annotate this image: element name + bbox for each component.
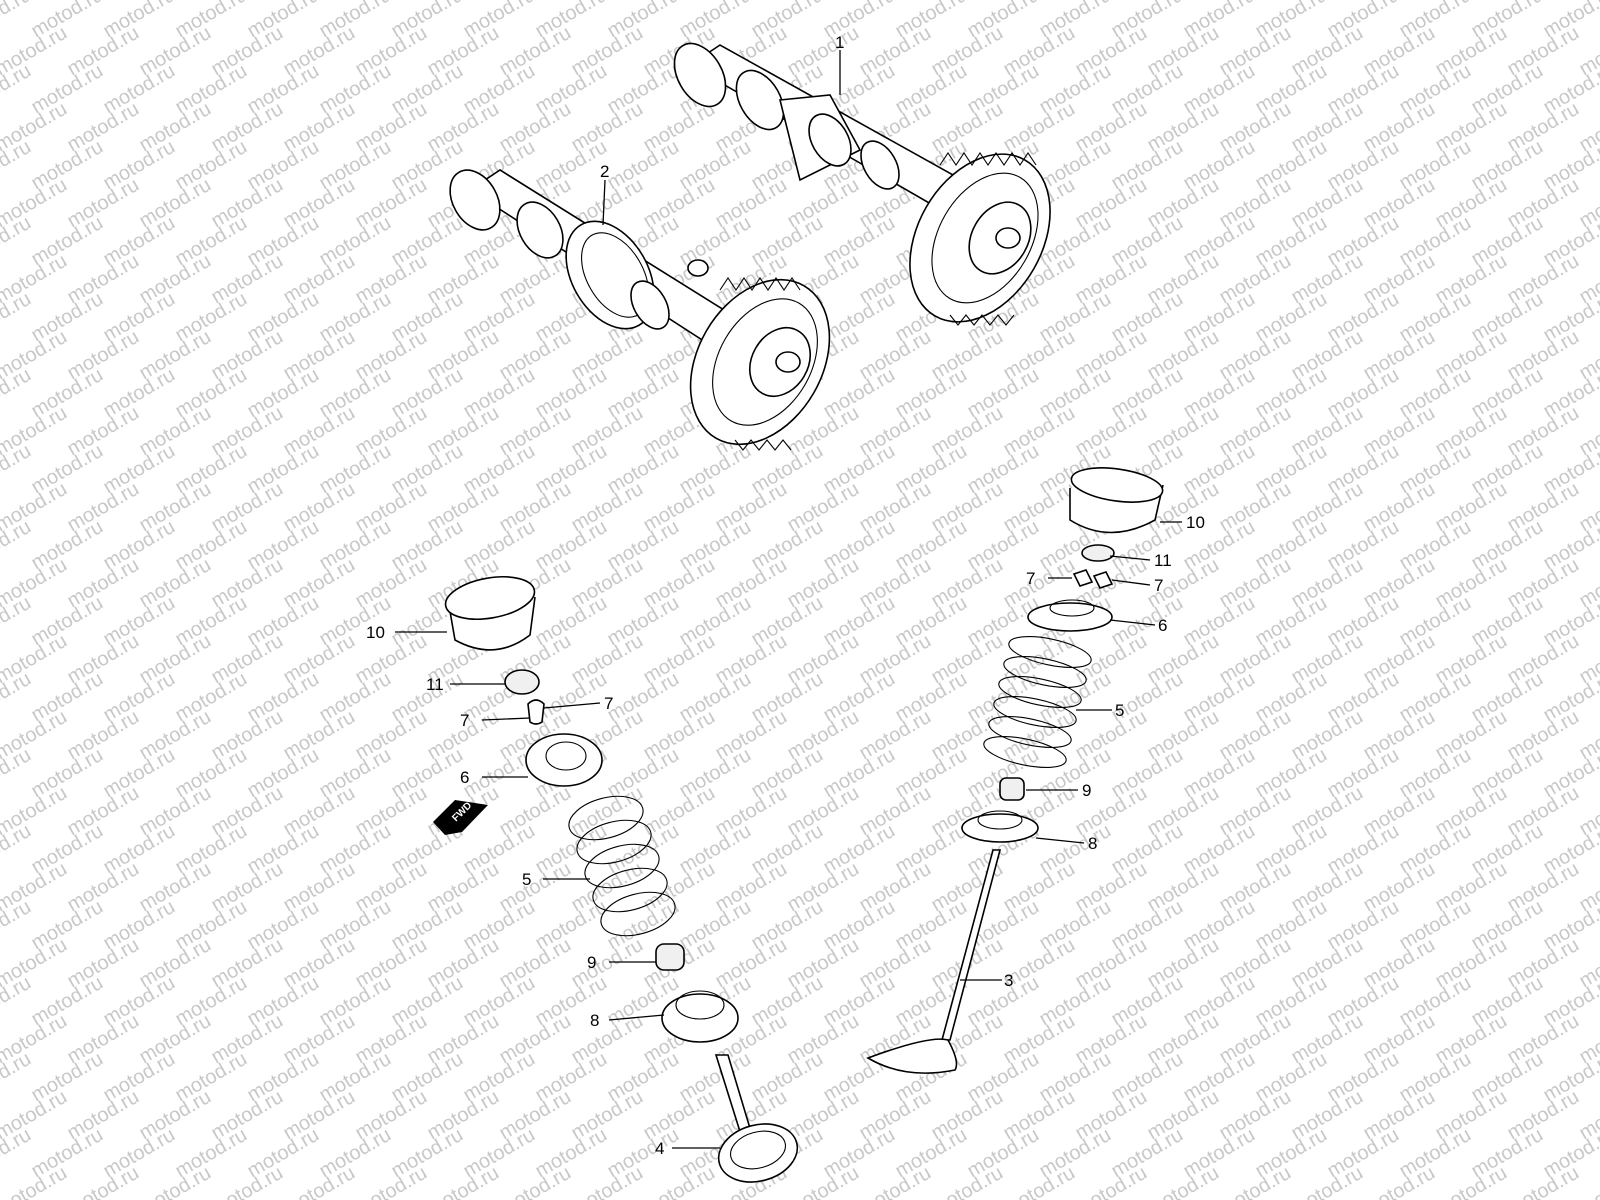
fwd-direction-marker: FWD bbox=[433, 800, 488, 835]
retainer-right bbox=[1027, 599, 1113, 632]
tappet-left bbox=[444, 576, 536, 651]
stem-seal-right bbox=[999, 777, 1025, 801]
spring-left bbox=[568, 795, 676, 937]
callout-8-left: 8 bbox=[590, 1011, 599, 1030]
camshaft-2 bbox=[449, 169, 831, 451]
callout-numbers: 1 2 3 4 5 5 6 6 7 7 7 7 8 8 9 9 10 10 11… bbox=[366, 33, 1205, 1158]
callout-10-right: 10 bbox=[1186, 513, 1205, 532]
callout-9-right: 9 bbox=[1082, 781, 1091, 800]
callout-5-left: 5 bbox=[522, 870, 531, 889]
stem-seal-left bbox=[655, 943, 685, 971]
callout-7-left-b: 7 bbox=[460, 711, 469, 730]
callout-6-left: 6 bbox=[460, 768, 469, 787]
callout-7-left-a: 7 bbox=[604, 694, 613, 713]
callout-1: 1 bbox=[835, 33, 844, 52]
arrow-left-down-icon bbox=[433, 800, 488, 835]
valve-right bbox=[866, 849, 1002, 1074]
shim-left bbox=[504, 669, 540, 695]
right-valve-assembly bbox=[866, 467, 1164, 1074]
callout-2: 2 bbox=[600, 162, 609, 181]
callout-3: 3 bbox=[1004, 971, 1013, 990]
callout-10-left: 10 bbox=[366, 623, 385, 642]
spring-seat-right bbox=[961, 810, 1039, 843]
watermark-text: motod.ru bbox=[1576, 0, 1600, 4]
callout-11-right: 11 bbox=[1154, 551, 1172, 570]
left-valve-assembly bbox=[444, 576, 799, 1183]
retainer-left bbox=[525, 733, 603, 787]
callout-4: 4 bbox=[655, 1139, 664, 1158]
callout-7-right-b: 7 bbox=[1154, 576, 1163, 595]
shim-right bbox=[1081, 544, 1115, 562]
callout-6-right: 6 bbox=[1158, 616, 1167, 635]
callout-7-right-a: 7 bbox=[1026, 569, 1035, 588]
cotter-left bbox=[527, 699, 545, 725]
cotter-right-b bbox=[1092, 571, 1114, 589]
callout-5-right: 5 bbox=[1115, 701, 1124, 720]
leader-lines bbox=[395, 50, 1182, 1149]
spring-right bbox=[983, 636, 1092, 768]
callout-9-left: 9 bbox=[587, 953, 596, 972]
callout-8-right: 8 bbox=[1088, 834, 1097, 853]
callout-11-left: 11 bbox=[426, 675, 444, 694]
valve-left bbox=[714, 1054, 799, 1183]
camshaft-1 bbox=[673, 42, 1051, 326]
cotter-right-a bbox=[1072, 569, 1094, 587]
tappet-right bbox=[1069, 467, 1164, 534]
spring-seat-left bbox=[661, 990, 739, 1043]
